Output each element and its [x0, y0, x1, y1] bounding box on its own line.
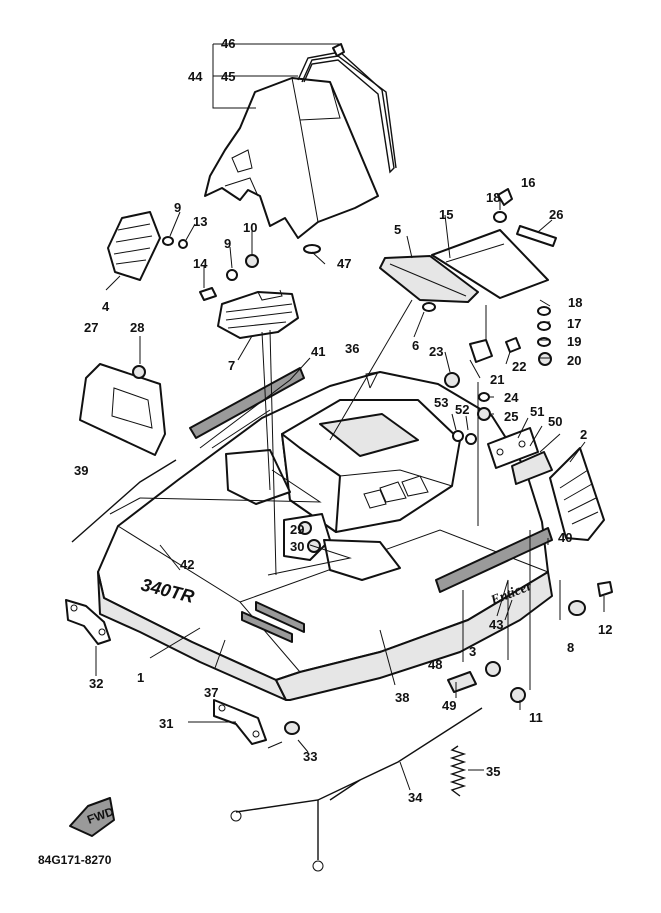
rod-39 — [71, 459, 177, 543]
label-7: 7 — [228, 358, 235, 373]
label-47: 47 — [337, 256, 351, 271]
label-8: 8 — [567, 640, 574, 655]
label-4: 4 — [102, 299, 110, 314]
label-41: 41 — [311, 344, 325, 359]
fwd-arrow-icon: FWD — [69, 797, 116, 837]
label-27: 27 — [84, 320, 98, 335]
label-37: 37 — [204, 685, 218, 700]
plate-51 — [487, 427, 539, 469]
label-11: 11 — [529, 710, 543, 725]
spring-35 — [449, 745, 467, 797]
label-32: 32 — [89, 676, 103, 691]
plate-50 — [511, 451, 553, 485]
tray-15 — [431, 229, 549, 299]
hinge-31 — [213, 699, 267, 745]
bracket-21 — [469, 339, 493, 363]
label-24: 24 — [504, 390, 519, 405]
label-49: 49 — [442, 698, 456, 713]
label-2: 2 — [580, 427, 587, 442]
label-46: 46 — [221, 36, 235, 51]
label-44: 44 — [188, 69, 203, 84]
label-38: 38 — [395, 690, 409, 705]
label-26: 26 — [549, 207, 563, 222]
label-1: 1 — [137, 670, 144, 685]
label-3: 3 — [469, 644, 476, 659]
rod-26 — [516, 225, 557, 247]
label-15: 15 — [439, 207, 453, 222]
label-30: 30 — [290, 539, 304, 554]
seat-pad-5 — [379, 255, 479, 303]
label-48: 48 — [428, 657, 442, 672]
label-40: 40 — [558, 530, 572, 545]
label-22: 22 — [512, 359, 526, 374]
label-6: 6 — [412, 338, 419, 353]
label-23: 23 — [429, 344, 443, 359]
front-vent-panel — [217, 289, 299, 339]
label-53: 53 — [434, 395, 448, 410]
cable-34 — [230, 707, 483, 872]
label-35: 35 — [486, 764, 500, 779]
side-grille-2 — [549, 447, 605, 541]
label-5: 5 — [394, 222, 401, 237]
label-25: 25 — [504, 409, 518, 424]
label-9b: 9 — [224, 236, 231, 251]
label-14: 14 — [193, 256, 208, 271]
label-42: 42 — [180, 557, 194, 572]
label-36: 36 — [345, 341, 359, 356]
label-50: 50 — [548, 414, 562, 429]
label-18a: 18 — [486, 190, 500, 205]
windshield — [204, 77, 379, 239]
label-39: 39 — [74, 463, 88, 478]
label-18b: 18 — [568, 295, 582, 310]
label-29: 29 — [290, 522, 304, 537]
hardware-items — [132, 188, 613, 735]
label-17: 17 — [567, 316, 581, 331]
label-51: 51 — [530, 404, 544, 419]
label-31: 31 — [159, 716, 173, 731]
label-52: 52 — [455, 402, 469, 417]
label-21: 21 — [490, 372, 504, 387]
windshield-trim — [297, 43, 397, 174]
left-vent-panel — [107, 211, 161, 281]
label-13: 13 — [193, 214, 207, 229]
label-10: 10 — [243, 220, 257, 235]
side-panel — [79, 363, 166, 456]
label-20: 20 — [567, 353, 581, 368]
hinge-32 — [65, 599, 111, 645]
part-number-labels: 46 44 45 47 9 13 10 9 14 4 27 28 7 41 36… — [74, 36, 612, 805]
label-43: 43 — [489, 617, 503, 632]
label-12: 12 — [598, 622, 612, 637]
label-28: 28 — [130, 320, 144, 335]
label-9a: 9 — [174, 200, 181, 215]
label-19: 19 — [567, 334, 581, 349]
label-16: 16 — [521, 175, 535, 190]
leader-lines — [95, 43, 605, 791]
label-45: 45 — [221, 69, 235, 84]
label-34: 34 — [408, 790, 423, 805]
label-33: 33 — [303, 749, 317, 764]
catalog-code: 84G171-8270 — [38, 853, 112, 867]
